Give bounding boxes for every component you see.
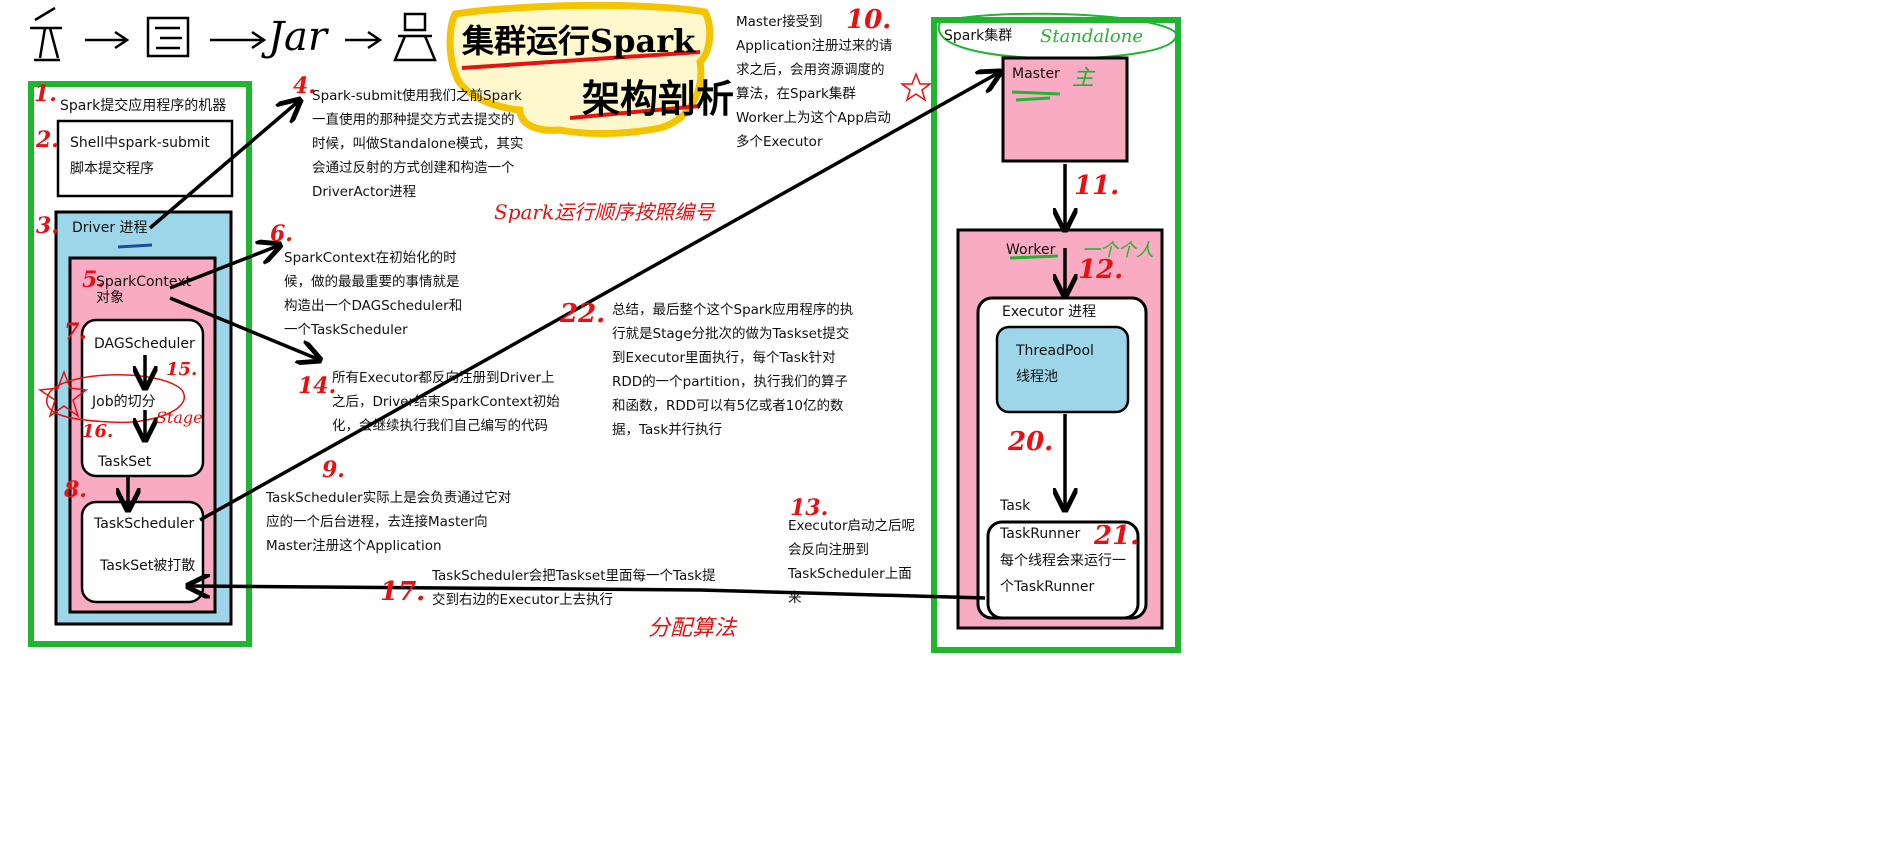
step-number-22: 22.: [560, 299, 606, 329]
step-number-3: 3.: [36, 213, 59, 239]
order-note: Spark运行顺序按照编号: [494, 200, 715, 224]
note-9: TaskScheduler实际上是会负责通过它对 应的一个后台进程，去连接Mas…: [266, 490, 512, 554]
master-scribble: [1011, 90, 1061, 102]
note-22: 总结，最后整个这个Spark应用程序的执 行就是Stage分批次的做为Tasks…: [612, 302, 854, 438]
note-6: SparkContext在初始化的时 候，做的最最重要的事情就是 构造出一个DA…: [284, 250, 463, 338]
taskset-label: TaskSet: [98, 454, 152, 470]
dag-scheduler-box: [80, 318, 205, 478]
step-number-10: 10.: [846, 5, 892, 35]
taskrunner-desc: 每个线程会来运行一 个TaskRunner: [1000, 553, 1126, 595]
step-number-1: 1.: [34, 81, 57, 107]
arrow-icon: [85, 30, 130, 50]
master-box: [1001, 56, 1129, 163]
step-number-8: 8.: [64, 477, 87, 503]
title-bubble: [446, 1, 714, 137]
driver-label: Driver 进程: [72, 220, 148, 236]
star-mark-icon: [37, 369, 88, 418]
allocation-algorithm-note: 分配算法: [648, 616, 737, 641]
job-split-label: Job的切分: [92, 394, 156, 410]
step-number-9: 9.: [322, 457, 345, 483]
driver-underline: [117, 243, 153, 249]
arrow-driver-to-note4: [148, 100, 300, 230]
step-number-15: 15.: [166, 359, 198, 380]
arrow-executor-to-scheduler: [188, 586, 986, 600]
step-number-2: 2.: [36, 127, 59, 153]
doodle-jar-text: Jar: [268, 14, 328, 60]
taskrunner-label: TaskRunner: [1000, 526, 1081, 542]
header-doodles: [30, 6, 437, 62]
taskrunner-box: [986, 520, 1140, 620]
standalone-circle: [937, 12, 1177, 60]
step-number-14: 14.: [298, 373, 337, 399]
task-scheduler-box: [80, 500, 205, 604]
step-number-11: 11.: [1074, 171, 1120, 201]
arrow-sc-to-note14: [169, 296, 320, 360]
worker-label: Worker: [1006, 242, 1056, 258]
title-line-1: 集群运行Spark: [462, 22, 696, 60]
master-label: Master: [1012, 66, 1060, 82]
threadpool-box: [995, 325, 1130, 414]
step-number-4: 4.: [293, 73, 316, 99]
left-machine-title: Spark提交应用程序的机器: [60, 98, 227, 114]
step-number-20: 20.: [1008, 427, 1054, 457]
step-number-21: 21.: [1094, 521, 1140, 551]
step-number-12: 12.: [1078, 255, 1124, 285]
arrow-icon: [210, 30, 267, 50]
dag-scheduler-label: DAGScheduler: [94, 336, 195, 352]
shell-submit-label: Shell中spark-submit 脚本提交程序: [70, 135, 210, 177]
task-label: Task: [1000, 498, 1031, 514]
title-line-2: 架构剖析: [582, 76, 735, 121]
standalone-note: Standalone: [1040, 26, 1143, 47]
job-split-circle: [45, 374, 185, 424]
worker-scribble: [1009, 254, 1059, 260]
person-glyph-icon: [393, 12, 437, 62]
executor-label: Executor 进程: [1002, 304, 1097, 320]
master-note: 主: [1072, 66, 1095, 91]
step-number-5: 5.: [82, 267, 105, 293]
hand-glyph-icon: [30, 6, 62, 62]
task-scheduler-label: TaskScheduler: [94, 516, 195, 532]
arrow-icon: [345, 30, 383, 50]
cluster-title: Spark集群: [944, 28, 1013, 44]
step-number-13: 13.: [790, 495, 829, 521]
step-number-7: 7.: [64, 319, 87, 345]
step-number-17: 17.: [380, 577, 426, 607]
star-mark-icon: [899, 71, 933, 102]
note-17: TaskScheduler会把Taskset里面每一个Task提 交到右边的Ex…: [432, 568, 716, 608]
picture-glyph-icon: [146, 16, 190, 58]
flow-arrows: [128, 72, 1065, 600]
stage-note: Stage: [156, 408, 203, 427]
arrow-scheduler-to-master: [199, 72, 1000, 522]
worker-note: 一个个人: [1082, 240, 1154, 261]
step-number-16: 16.: [82, 421, 114, 442]
sparkcontext-label: SparkContext 对象: [96, 274, 192, 306]
note-4: Spark-submit使用我们之前Spark 一直使用的那种提交方式去提交的 …: [312, 88, 524, 200]
threadpool-label: ThreadPool 线程池: [1016, 343, 1094, 385]
taskset-scattered-label: TaskSet被打散: [100, 558, 196, 574]
arrow-sc-to-note6: [169, 245, 280, 290]
note-13: Executor启动之后呢 会反向注册到 TaskScheduler上面 来: [788, 518, 915, 606]
step-number-6: 6.: [270, 221, 293, 247]
note-10: Master接受到 Application注册过来的请 求之后，会用资源调度的 …: [736, 14, 893, 150]
note-14: 所有Executor都反向注册到Driver上 之后，Driver结束Spark…: [332, 370, 560, 434]
